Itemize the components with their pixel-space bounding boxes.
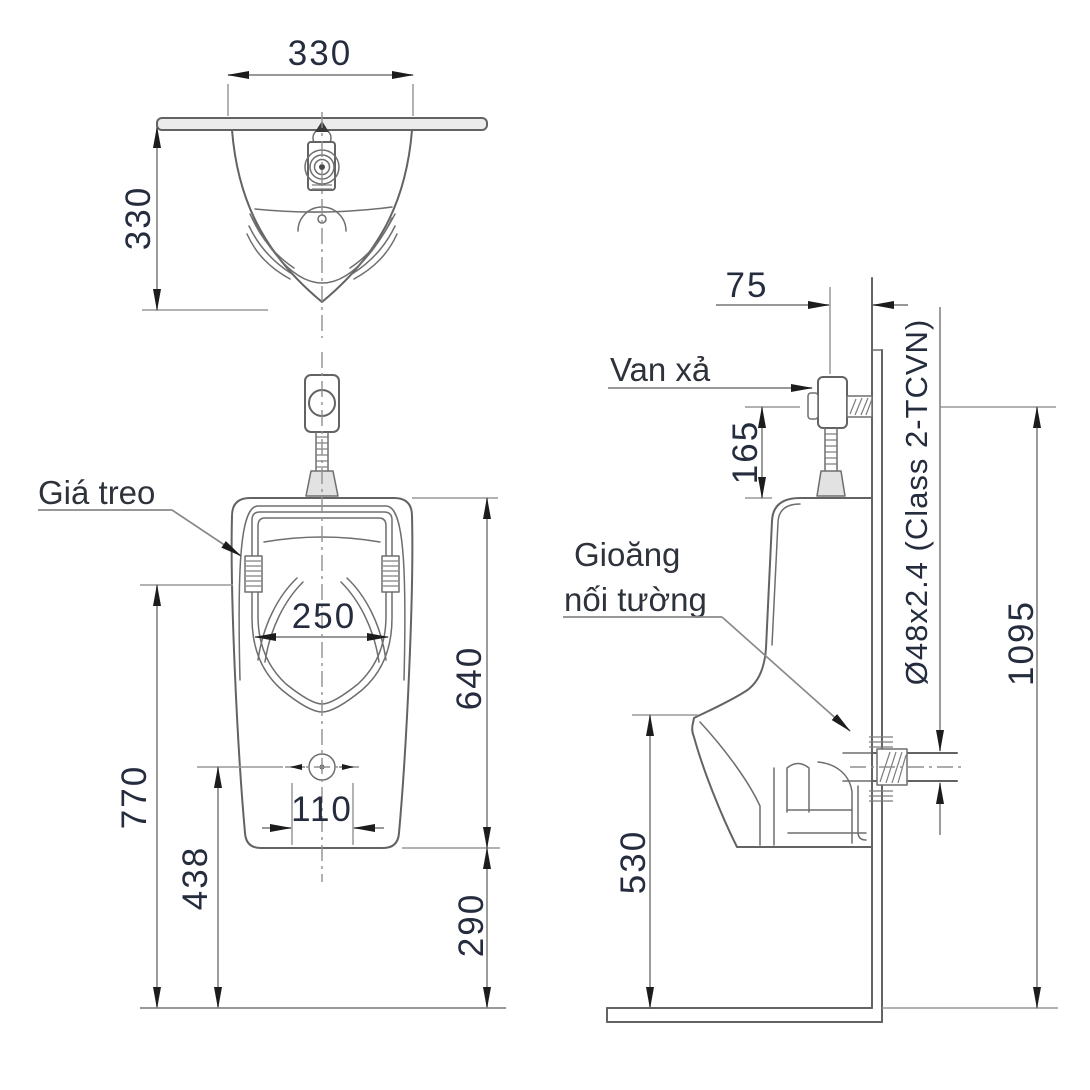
mounting-bracket-right bbox=[381, 555, 400, 593]
label-pipe-spec: Ø48x2.4 (Class 2-TCVN) bbox=[899, 319, 934, 686]
label-gasket-line2: nối tường bbox=[564, 581, 707, 618]
dimensions: 330 330 770 438 250 110 640 290 bbox=[115, 34, 1058, 1009]
drain-outlet-pipe bbox=[850, 736, 962, 802]
label-hanger: Giá treo bbox=[38, 474, 155, 511]
bowl-rib-arcs bbox=[246, 217, 398, 280]
urinal-profile bbox=[691, 497, 873, 848]
bowl-back-rim-arc bbox=[254, 206, 393, 213]
front-view bbox=[230, 352, 414, 882]
dim-plan-width-text: 330 bbox=[288, 34, 352, 73]
dim-valve-offset-text: 75 bbox=[726, 266, 769, 305]
dim-lip-height-text: 530 bbox=[614, 830, 653, 894]
spud-cone-side bbox=[816, 470, 846, 497]
trap-internals bbox=[699, 721, 873, 846]
flush-pipe-hatch-side bbox=[825, 433, 837, 465]
hanger-leader bbox=[171, 509, 242, 557]
dim-supply-height-text: 1095 bbox=[1002, 600, 1041, 686]
rim-opening-inner bbox=[257, 517, 387, 705]
valve-button bbox=[807, 392, 819, 420]
rim-opening-outer bbox=[251, 511, 393, 713]
dim-body-height-text: 640 bbox=[450, 646, 489, 710]
anchor-bolts bbox=[869, 736, 893, 802]
profile-inner-line bbox=[771, 503, 801, 646]
gasket-leader bbox=[721, 616, 851, 732]
dim-drain-span-text: 110 bbox=[291, 790, 353, 829]
mounting-bracket-left bbox=[244, 555, 263, 593]
label-gasket-line1: Gioăng bbox=[574, 536, 680, 573]
inner-bowl-curves bbox=[257, 577, 387, 663]
dim-opening-width-text: 250 bbox=[292, 597, 356, 636]
flush-valve-side bbox=[807, 376, 873, 497]
dim-hanger-height-text: 770 bbox=[115, 765, 154, 829]
top-view bbox=[156, 112, 488, 338]
callouts: Giá treo Van xả Gioăng nối tường bbox=[38, 351, 851, 732]
dim-bottom-clearance-text: 290 bbox=[452, 893, 491, 957]
label-flush-valve: Van xả bbox=[610, 351, 711, 388]
dim-plan-depth-text: 330 bbox=[119, 186, 158, 250]
dim-drain-height-text: 438 bbox=[176, 846, 215, 910]
supply-pipe bbox=[846, 395, 873, 418]
dim-valve-height-text: 165 bbox=[726, 420, 765, 484]
